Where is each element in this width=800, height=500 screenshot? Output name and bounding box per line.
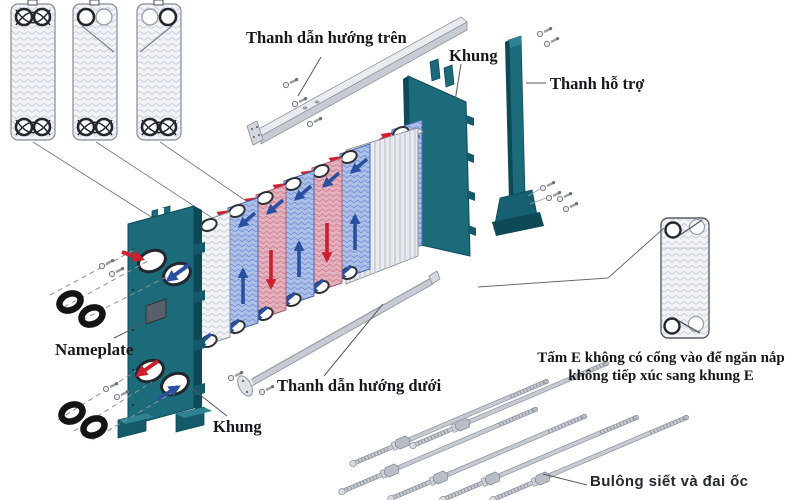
label-bottom-guide-bar: Thanh dẫn hướng dưới bbox=[277, 376, 442, 395]
plate-stack bbox=[183, 120, 423, 349]
label-top-guide-bar: Thanh dẫn hướng trên bbox=[246, 28, 407, 47]
bottom-guide-bar bbox=[227, 270, 441, 397]
label-frame-front: Khung bbox=[213, 417, 262, 436]
nameplate-plate bbox=[145, 298, 167, 325]
label-nameplate: Nameplate bbox=[55, 340, 134, 359]
exploded-heat-plates bbox=[10, 0, 272, 259]
leader-lines bbox=[113, 56, 588, 486]
support-column bbox=[492, 25, 580, 236]
label-frame-rear: Khung bbox=[449, 46, 498, 65]
gasket-rings bbox=[49, 249, 173, 441]
port-flow-arrows bbox=[121, 250, 192, 401]
label-tightening-bolts: Bulông siết và đai ốc bbox=[590, 473, 749, 490]
e-plate-note-line1: Tấm E không có cổng vào để ngăn nắp bbox=[537, 350, 785, 366]
front-frame-plate bbox=[117, 205, 212, 439]
label-e-plate-note: Tấm E không có cổng vào để ngăn nắp khôn… bbox=[524, 350, 798, 385]
top-guide-bar bbox=[246, 16, 468, 146]
e-plate bbox=[477, 217, 710, 339]
e-plate-note-line2: không tiếp xúc sang khung E bbox=[568, 367, 754, 384]
label-support-bar: Thanh hỗ trợ bbox=[550, 74, 645, 93]
